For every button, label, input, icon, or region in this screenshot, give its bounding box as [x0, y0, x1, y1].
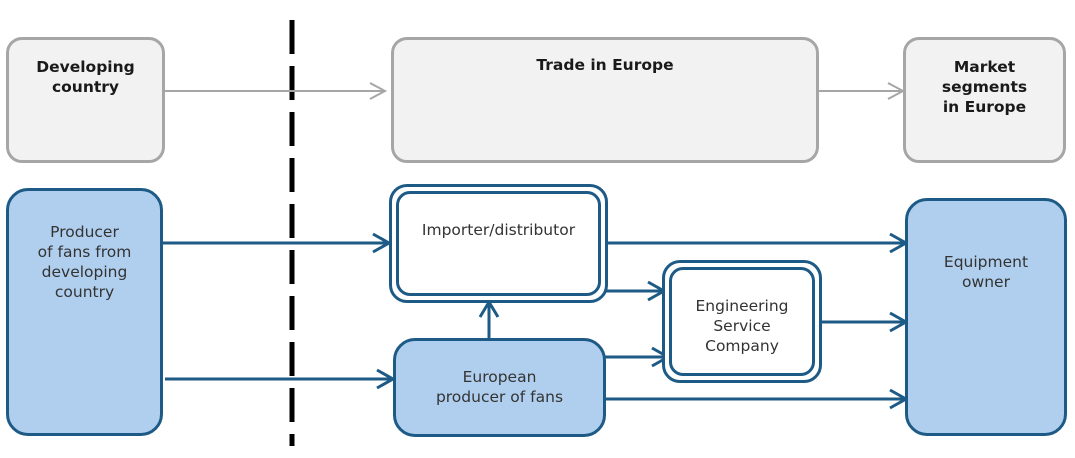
importer-distributor-inner: Importer/distributor [396, 191, 601, 296]
importer-distributor-box: Importer/distributor [389, 184, 608, 303]
engineering-service-inner: Engineering Service Company [669, 267, 815, 376]
developing-country-label: Developing country [36, 58, 135, 96]
producer-developing-country-label: Producer of fans from developing country [37, 223, 132, 301]
market-segments-label: Market segments in Europe [941, 58, 1028, 116]
market-segments-box: Market segments in Europe [903, 37, 1066, 163]
european-producer-box: European producer of fans [393, 338, 606, 437]
trade-in-europe-box: Trade in Europe [391, 37, 819, 163]
producer-developing-country-box: Producer of fans from developing country [6, 188, 163, 436]
developing-country-box: Developing country [6, 37, 165, 163]
equipment-owner-box: Equipment owner [905, 198, 1067, 436]
equipment-owner-label: Equipment owner [943, 253, 1029, 291]
european-producer-label: European producer of fans [435, 368, 564, 406]
trade-in-europe-label: Trade in Europe [536, 56, 674, 74]
engineering-service-box: Engineering Service Company [662, 260, 822, 383]
importer-distributor-label: Importer/distributor [421, 221, 576, 239]
engineering-service-label: Engineering Service Company [695, 297, 789, 355]
